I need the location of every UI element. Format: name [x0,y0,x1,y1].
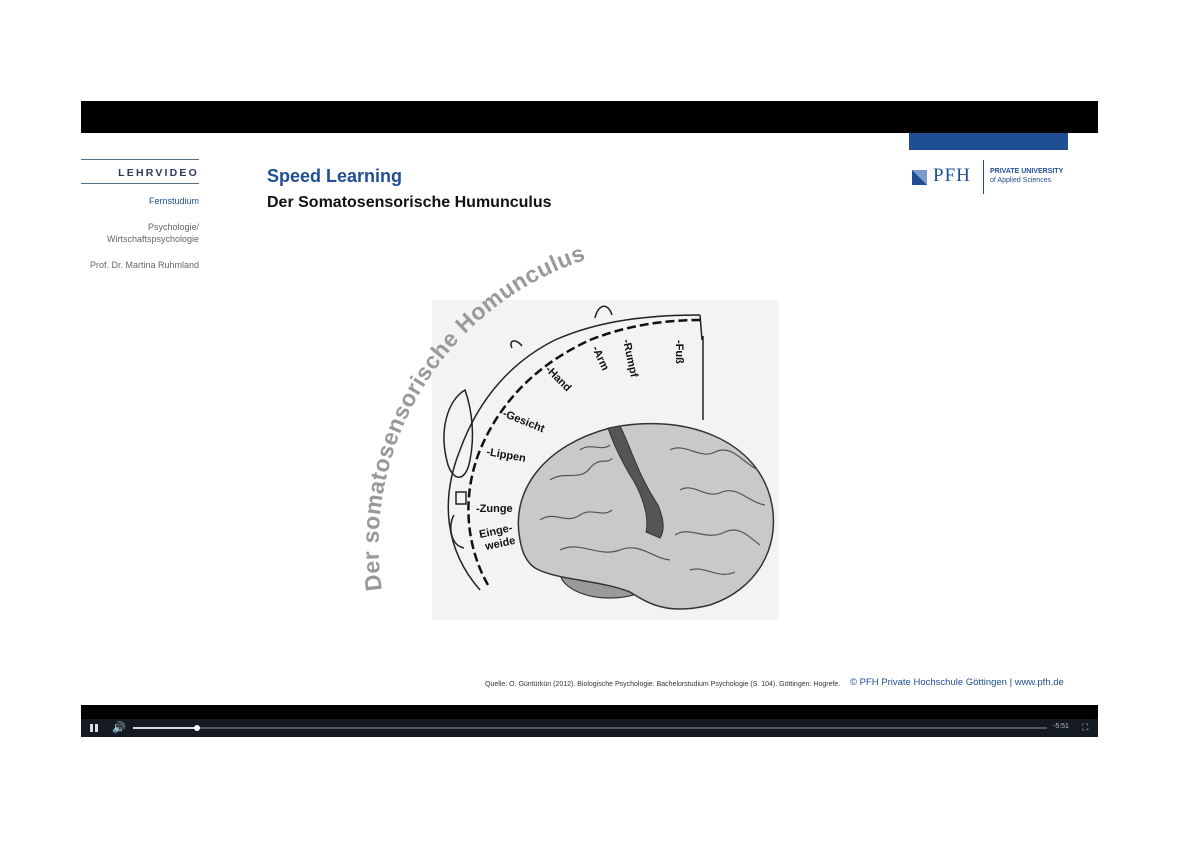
time-remaining: -5:51 [1053,723,1069,730]
progress-thumb[interactable] [193,725,200,731]
sidebar-author: Prof. Dr. Martina Ruhmland [89,260,199,270]
logo-line-1: PRIVATE UNIVERSITY [990,168,1064,175]
label-fuss: -Fuß [673,340,685,364]
sidebar-mode: Fernstudium [148,196,199,206]
sidebar-course-1: Psychologie/ [147,222,199,232]
homunculus-figure: Der somatosensorische Homunculus [340,220,780,620]
label-gesicht: -Gesicht [501,408,547,436]
brain-illustration [517,422,775,610]
footer-credit: © PFH Private Hochschule Göttingen | www… [850,677,1064,688]
slide-title: Speed Learning [267,166,403,186]
logo-line-2: of Applied Sciences [990,177,1052,184]
label-arm: -Arm [589,344,611,373]
video-top-bar [81,101,1098,133]
progress-track[interactable] [133,725,1047,731]
label-hand: -Hand [543,364,574,395]
sensory-arc [467,318,701,586]
homunculus-outline [443,305,704,591]
sidebar-course-2: Wirtschaftspsychologie [106,234,199,244]
sidebar-rule-top [81,159,199,160]
progress-fill [133,727,197,729]
source-citation: Quelle: O. Güntürkün (2012). Biologische… [485,681,841,688]
logo-separator [983,160,984,194]
video-player: 🔊 -5:51 ⛶ [81,705,1098,737]
slide-subtitle: Der Somatosensorische Humunculus [267,194,552,211]
sidebar-rule-bottom [81,183,199,184]
volume-icon[interactable]: 🔊 [112,722,126,734]
label-zunge: -Zunge [476,503,513,515]
fullscreen-icon[interactable]: ⛶ [1082,722,1089,732]
figure-drawing: Der somatosensorische Homunculus [358,239,775,610]
sidebar-brand: LEHRVIDEO [118,167,199,179]
accent-bar [909,133,1068,150]
logo-mark-icon [912,170,927,185]
label-lippen: -Lippen [485,446,526,465]
label-rumpf: -Rumpf [620,338,640,378]
pause-icon[interactable] [90,724,98,732]
pfh-logo: PFH PRIVATE UNIVERSITY of Applied Scienc… [912,160,1072,194]
logo-name: PFH [933,165,971,186]
player-controls: 🔊 -5:51 ⛶ [81,719,1098,737]
